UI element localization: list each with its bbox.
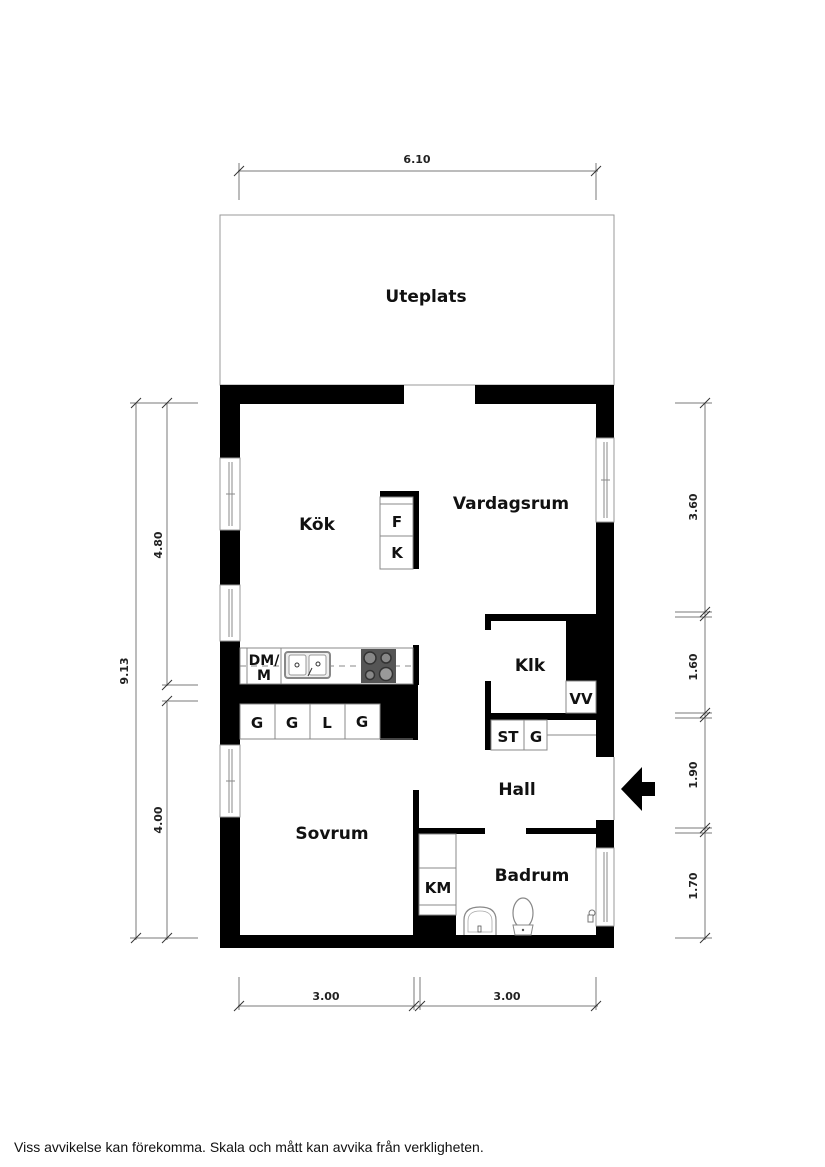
bedroom-wardrobes: G G L G: [239, 703, 413, 740]
entrance-arrow-icon: [621, 767, 655, 811]
stove-icon: [361, 649, 396, 683]
fridge-freezer-cabinet: F K: [379, 496, 414, 570]
dimension-bottom: 3.00 3.00: [233, 977, 602, 1012]
room-label-kitchen: Kök: [299, 515, 336, 535]
room-label-living-room: Vardagsrum: [453, 494, 569, 514]
linen-label: L: [322, 714, 332, 732]
dimension-bottom-left-label: 3.00: [312, 990, 339, 1003]
room-label-hall: Hall: [498, 780, 535, 800]
sink-icon: [284, 651, 331, 679]
hall-wardrobe-label: G: [530, 728, 542, 746]
dimension-right-2-label: 1.60: [687, 653, 700, 680]
water-heater: VV: [565, 680, 597, 714]
dimension-top-label: 6.10: [403, 153, 430, 166]
room-label-patio: Uteplats: [385, 287, 466, 307]
windows-left: [219, 457, 241, 818]
dimension-left-total-label: 9.13: [118, 657, 131, 684]
fridge-label: F: [392, 513, 402, 531]
cleaning-closet-label: ST: [497, 728, 519, 746]
room-label-bedroom: Sovrum: [295, 824, 368, 844]
washing-machine-label: KM: [425, 879, 452, 897]
dimension-left: 9.13 4.80 4.00: [118, 397, 198, 944]
room-label-closet: Klk: [515, 656, 546, 676]
dimension-bottom-right-label: 3.00: [493, 990, 520, 1003]
dimension-right: 3.60 1.60 1.90 1.70: [675, 397, 712, 944]
washbasin-icon: [463, 906, 497, 935]
dimension-left-upper-label: 4.80: [152, 531, 165, 558]
dimension-right-4-label: 1.70: [687, 872, 700, 899]
patio-area: [219, 214, 615, 386]
washing-machine: KM: [418, 833, 457, 916]
shower-tap-icon: [587, 909, 596, 923]
windows-right: [595, 437, 615, 927]
wardrobe-label-2: G: [286, 714, 298, 732]
disclaimer-text: Viss avvikelse kan förekomma. Skala och …: [14, 1139, 484, 1155]
interior-walls: [240, 491, 596, 948]
dishwasher-label-2: M: [257, 668, 271, 684]
dishwasher-label-1: DM/: [249, 653, 281, 669]
dimension-left-lower-label: 4.00: [152, 806, 165, 833]
dimension-right-3-label: 1.90: [687, 761, 700, 788]
wardrobe-label-1: G: [251, 714, 263, 732]
freezer-label: K: [391, 544, 404, 562]
water-heater-label: VV: [569, 690, 593, 708]
dimension-right-1-label: 3.60: [687, 493, 700, 520]
dimension-top: 6.10: [233, 153, 602, 200]
toilet-icon: [512, 897, 534, 936]
kitchen-counter: DM/ M: [239, 647, 414, 685]
hall-closets: ST G: [490, 719, 596, 751]
wardrobe-label-3: G: [356, 713, 368, 731]
room-label-bathroom: Badrum: [495, 866, 570, 886]
